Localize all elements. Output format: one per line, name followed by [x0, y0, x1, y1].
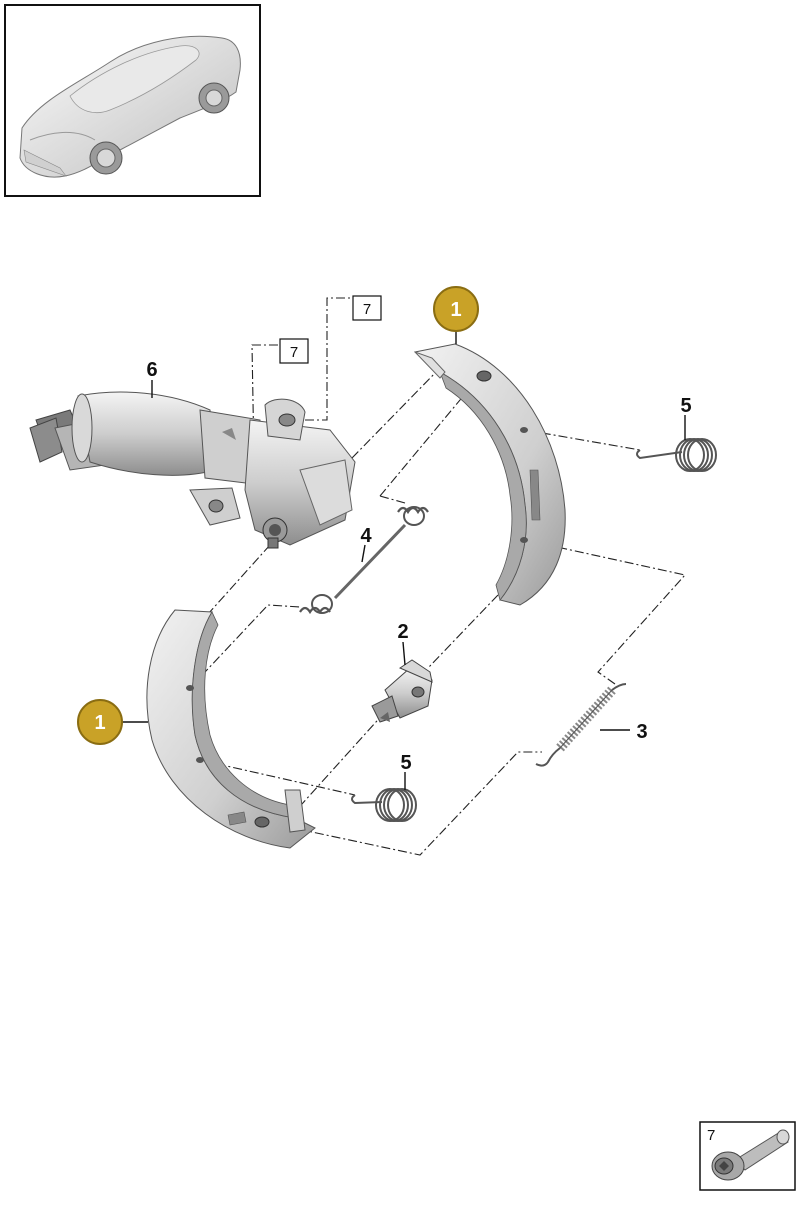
car-overview-icon: [19, 35, 241, 178]
assembly-line: [199, 759, 356, 796]
ref-box-bolt-a: 7: [279, 338, 309, 364]
assembly-line: [427, 594, 499, 669]
assembly-line: [305, 297, 353, 421]
ref-label: 7: [363, 301, 371, 318]
assembly-line: [379, 495, 406, 504]
callout-lower-spring: 3: [636, 721, 647, 743]
callout-upper-spring: 4: [360, 525, 372, 547]
assembly-line: [351, 367, 441, 459]
badge-label: 1: [94, 712, 105, 734]
callout-adjuster: 2: [397, 621, 408, 643]
ref-label: 7: [290, 344, 298, 361]
callout-hold-down-top: 5: [680, 395, 691, 417]
ref-box-bolt-b: 7: [352, 295, 382, 321]
brake-shoe-top: [413, 343, 566, 606]
legend-label: 7: [707, 1127, 715, 1144]
lower-spring: [535, 683, 627, 767]
assembly-lines: [189, 297, 687, 856]
assembly-line: [291, 711, 386, 816]
legend-panel: 7: [699, 1121, 796, 1191]
upper-spring: [299, 506, 429, 615]
assembly-line: [264, 751, 542, 856]
bolt-icon: [711, 1129, 790, 1181]
callout-hold-down-bottom: 5: [400, 752, 411, 774]
adjuster-unit: [371, 659, 433, 723]
assembly-line: [524, 539, 687, 685]
assembly-line: [189, 604, 301, 689]
brake-shoe-bottom: [146, 609, 316, 849]
hold-down-spring-bottom: [351, 788, 417, 822]
overview-panel: [4, 4, 261, 197]
actuator-motor: [29, 391, 356, 549]
leader-lines: [120, 328, 686, 790]
badge-shoe-top: 1: [433, 286, 479, 332]
assembly-line: [207, 544, 271, 615]
badge-shoe-bottom: 1: [77, 699, 123, 745]
hold-down-spring-top: [636, 438, 717, 472]
badge-label: 1: [450, 299, 461, 321]
callout-actuator: 6: [146, 359, 157, 381]
